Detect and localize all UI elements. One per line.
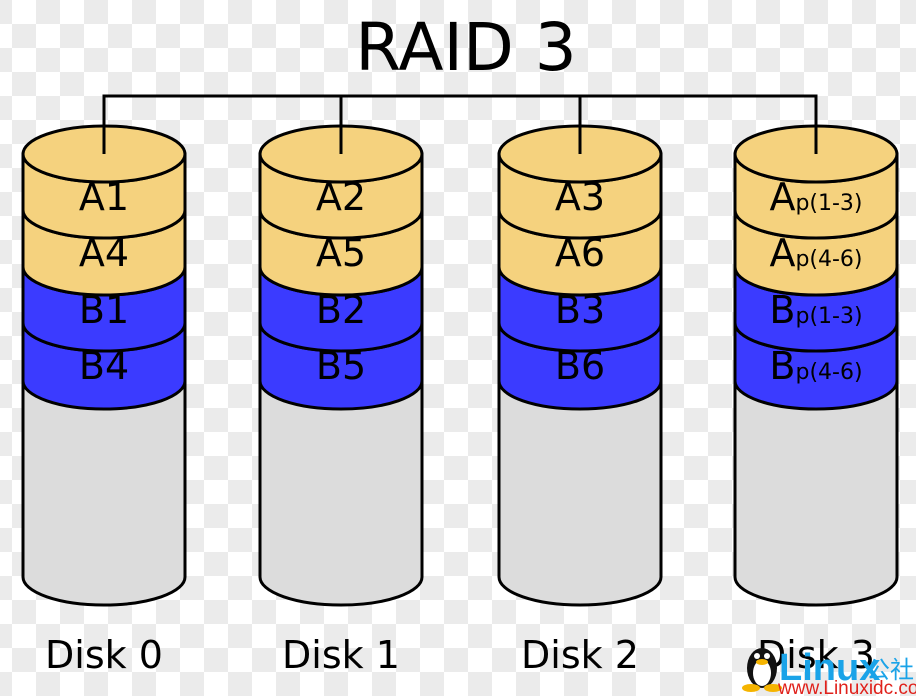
watermark-url[interactable]: www.Linuxidc.com [777,678,916,696]
block-label: Bp(4-6) [769,344,862,388]
block-label: A4 [79,231,129,275]
block-label-main: A4 [79,231,129,275]
disk-label: Disk 2 [521,633,639,677]
block-label: B2 [316,288,366,332]
block-label-sub: p(1-3) [796,304,863,329]
block-label-sub: p(4-6) [795,247,862,272]
block-label-main: A [769,175,795,219]
bus-line [102,94,818,154]
block-label: B1 [79,288,129,332]
tux-penguin-icon [742,648,782,692]
diagram-title: RAID 3 [355,9,577,86]
block-label-main: B [769,288,795,332]
block-label-sub: p(4-6) [796,360,863,385]
block-label-main: B5 [316,344,366,388]
block-label-main: A [769,231,795,275]
block-label-main: B [769,344,795,388]
block-label-main: B4 [79,344,129,388]
block-label: Ap(1-3) [769,175,862,219]
block-label: A6 [555,231,605,275]
block-label-main: A6 [555,231,605,275]
block-label: A5 [316,231,366,275]
disk-3: Ap(1-3)Ap(4-6)Bp(1-3)Bp(4-6)Disk 3 [733,124,899,677]
watermark-brand: Linux [779,647,880,689]
disk-label: Disk 1 [282,633,400,677]
block-label: B6 [555,344,605,388]
block-label-main: B3 [555,288,605,332]
block-label-main: B6 [555,344,605,388]
block-label: Bp(1-3) [769,288,862,332]
block-label-sub: p(1-3) [795,191,862,216]
block-label: B5 [316,344,366,388]
block-label: B4 [79,344,129,388]
block-label: Ap(4-6) [769,231,862,275]
block-label-main: B1 [79,288,129,332]
controller-bus [102,94,818,154]
disk-label: Disk 0 [45,633,163,677]
block-label-main: B2 [316,288,366,332]
block-label: B3 [555,288,605,332]
watermark-brand-cn: 公社 [866,656,914,684]
block-label-main: A5 [316,231,366,275]
